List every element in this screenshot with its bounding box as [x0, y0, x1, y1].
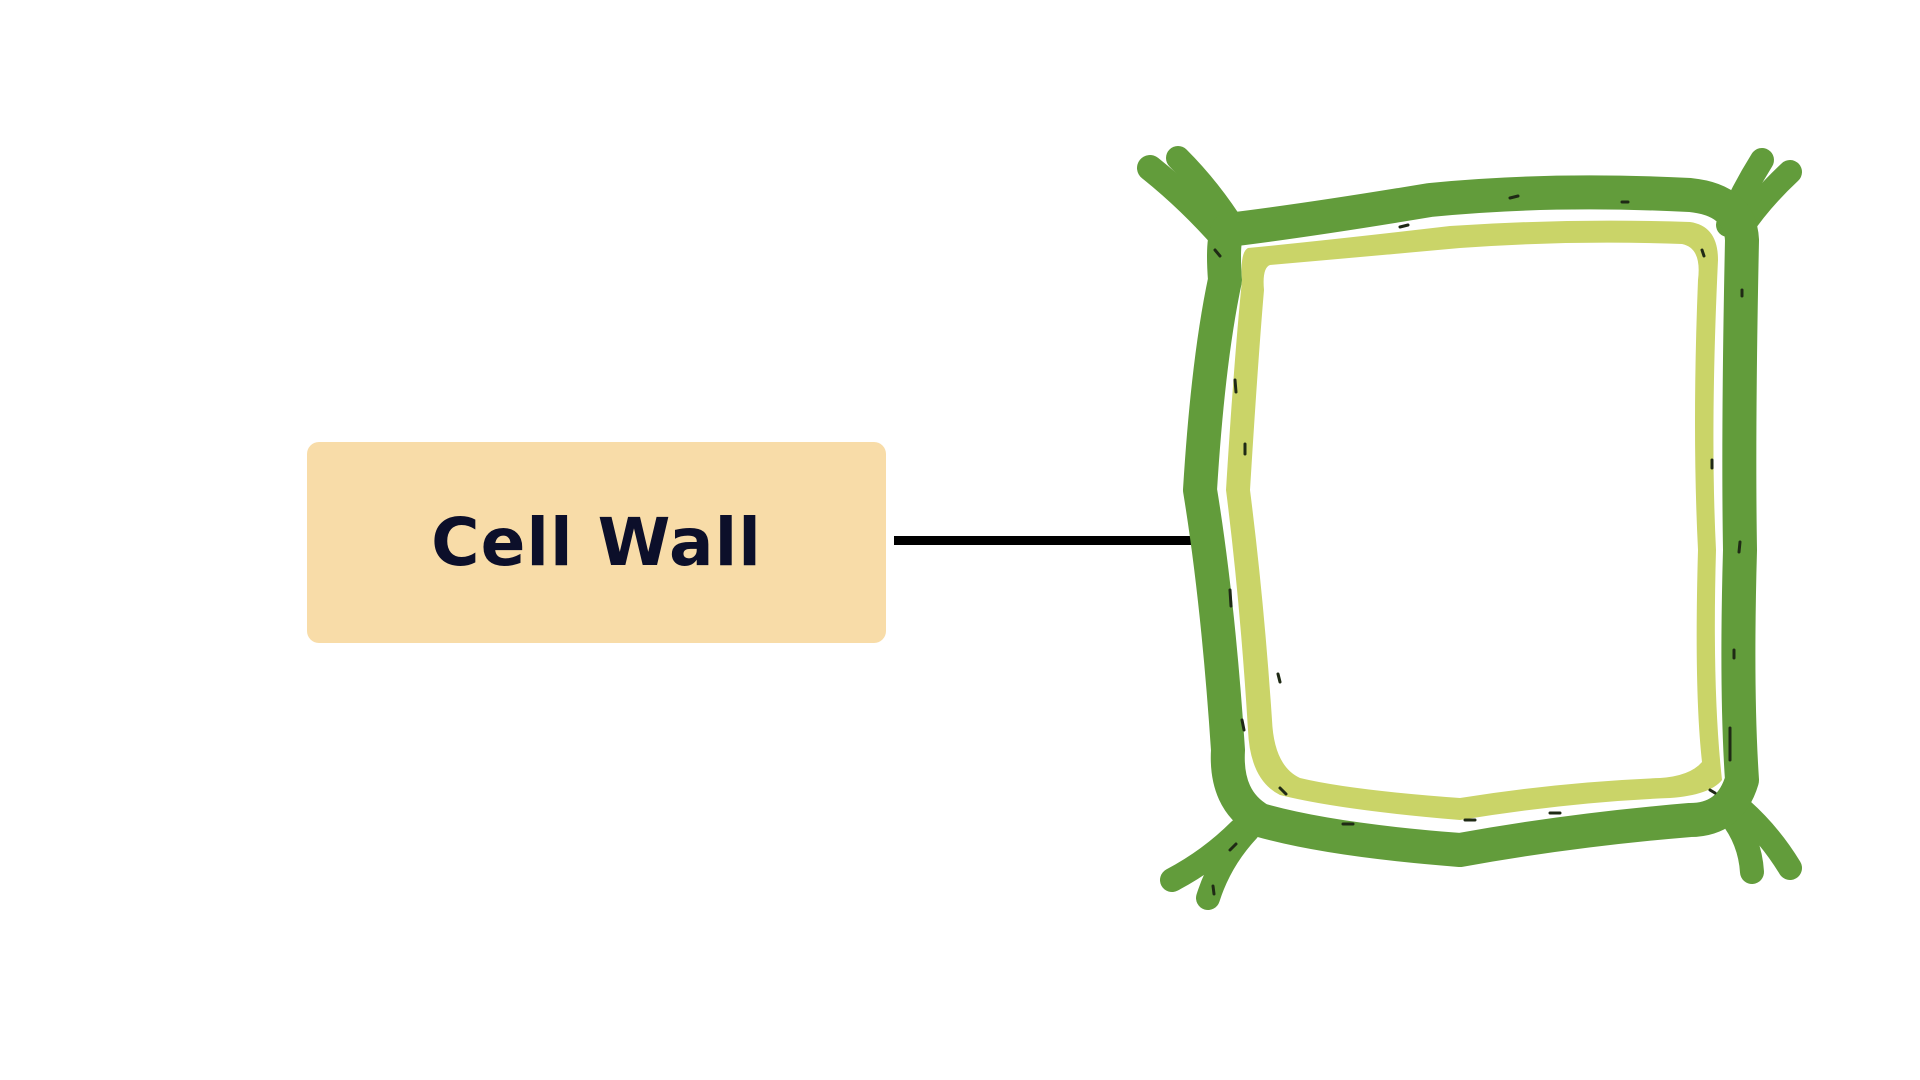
cell-interior: [1250, 242, 1702, 799]
cell-wall-label-box: Cell Wall: [307, 442, 886, 643]
cell-wall-label-text: Cell Wall: [431, 503, 762, 581]
plant-cell-wall-illustration: [1137, 146, 1802, 910]
connector-line: [894, 536, 1206, 545]
outer-wall: [1137, 146, 1802, 910]
pit-marks: [1211, 194, 1744, 896]
